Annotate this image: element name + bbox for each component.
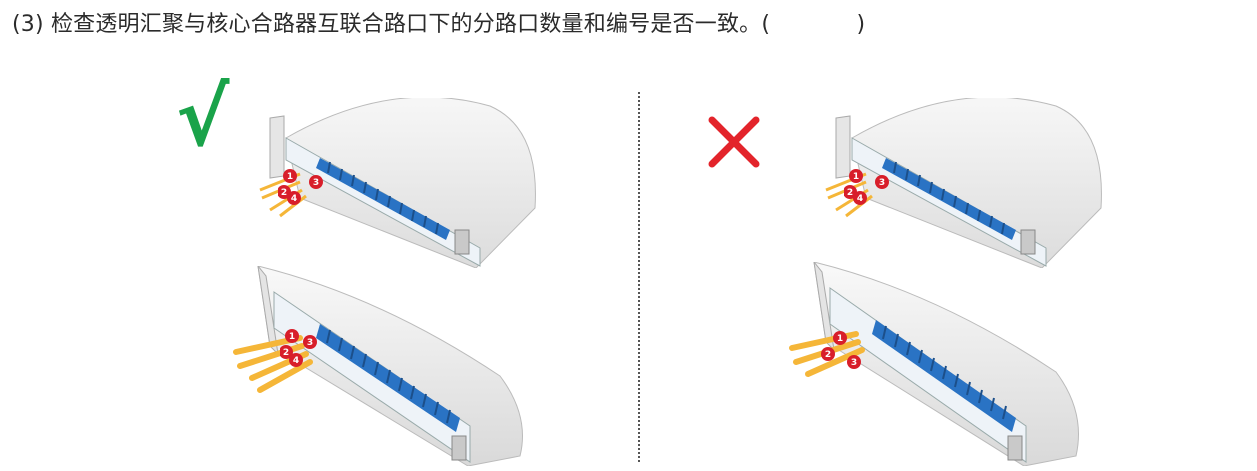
port-badge-1: 1 xyxy=(853,172,859,182)
right-bottom-port-badges: 1 2 3 xyxy=(821,331,861,369)
port-badge-3: 3 xyxy=(313,178,319,188)
port-badge-3: 3 xyxy=(851,358,857,368)
cross-mark-icon xyxy=(708,116,760,168)
port-badge-1: 1 xyxy=(837,334,843,344)
right-top-device-image xyxy=(825,98,1102,268)
port-badge-3: 3 xyxy=(879,178,885,188)
port-badge-2: 2 xyxy=(825,350,831,360)
port-badge-2: 2 xyxy=(283,348,289,358)
left-bottom-port-badges: 1 3 2 4 xyxy=(280,329,317,367)
port-badge-1: 1 xyxy=(289,332,295,342)
port-badge-2: 2 xyxy=(847,188,853,198)
question-text: (3) 检查透明汇聚与核心合路器互联合路口下的分路口数量和编号是否一致。( ) xyxy=(12,12,866,37)
port-badge-3: 3 xyxy=(307,338,313,348)
panel-divider xyxy=(638,92,640,462)
left-top-device-image xyxy=(259,98,536,268)
port-badge-4: 4 xyxy=(857,194,863,204)
right-top-port-badges: 1 3 2 4 xyxy=(844,169,889,205)
port-badge-1: 1 xyxy=(287,172,293,182)
port-badge-2: 2 xyxy=(281,188,287,198)
right-bottom-device-image xyxy=(789,262,1079,466)
port-badge-4: 4 xyxy=(291,194,297,204)
port-badge-4: 4 xyxy=(293,356,299,366)
check-mark-icon: √ xyxy=(176,71,230,164)
left-bottom-device-image xyxy=(233,266,523,466)
